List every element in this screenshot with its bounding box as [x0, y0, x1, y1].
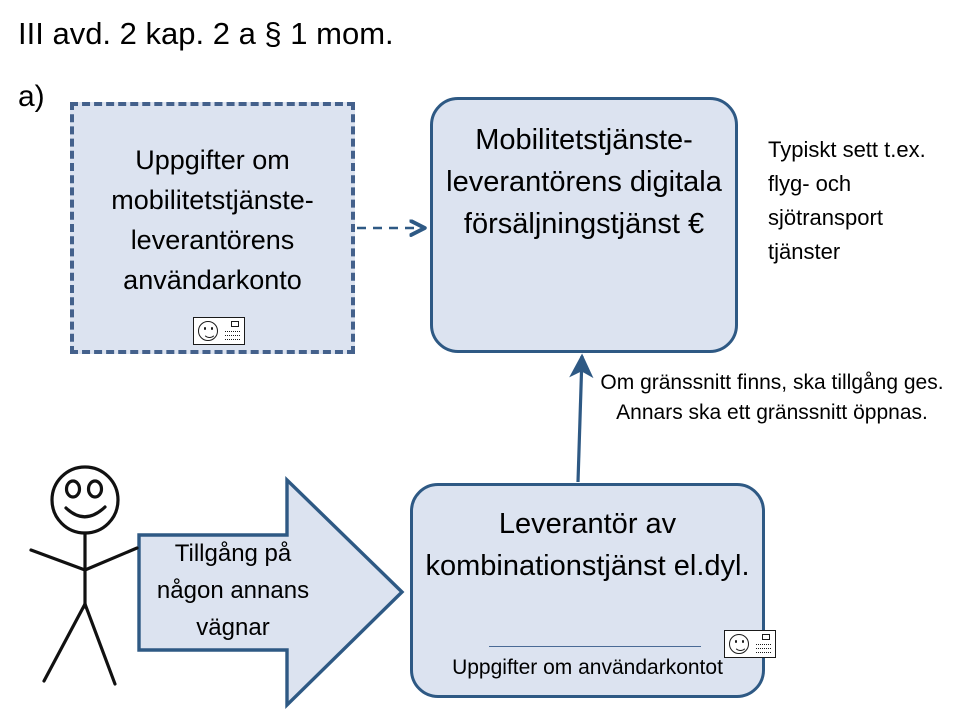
id-line-1-icon — [225, 331, 240, 332]
block-arrow-label: Tillgång på någon annans vägnar — [156, 540, 310, 641]
smile-icon — [734, 643, 747, 651]
id-card-icon — [193, 317, 245, 345]
smiley-face-icon — [729, 634, 749, 654]
eye-right-icon — [742, 640, 744, 643]
page-title: III avd. 2 kap. 2 a § 1 mom. — [18, 16, 394, 51]
node-digital-sales-service[interactable]: Mobilitetstjänste-leverantörens digitala… — [430, 97, 738, 353]
annotation-interface-note: Om gränssnitt finns, ska tillgång ges. A… — [600, 371, 944, 424]
eye-right-icon — [211, 327, 213, 330]
id-photo-icon — [231, 321, 239, 327]
id-card-icon — [724, 630, 776, 658]
arm-right-icon — [83, 546, 139, 572]
id-photo-icon — [762, 634, 770, 640]
section-label-a: a) — [18, 80, 45, 113]
id-line-2-icon — [756, 648, 771, 649]
head-icon — [50, 465, 120, 535]
smile-icon — [64, 505, 107, 519]
id-line-1-icon — [756, 644, 771, 645]
id-line-3-icon — [225, 339, 240, 340]
smile-icon — [203, 330, 216, 338]
node-digital-sales-service-label: Mobilitetstjänste-leverantörens digitala… — [446, 124, 722, 240]
leg-right-icon — [83, 602, 117, 686]
node-combination-service-provider-sublabel: Uppgifter om användarkontot — [452, 656, 723, 679]
node-user-account-data[interactable]: Uppgifter om mobilitetstjänste-leverantö… — [70, 102, 355, 354]
connector-solid-arrow — [569, 353, 594, 483]
id-line-3-icon — [756, 652, 771, 653]
node-combination-service-provider-label: Leverantör av kombinationstjänst el.dyl. — [425, 508, 750, 582]
smiley-face-icon — [198, 321, 218, 341]
eye-left-icon — [204, 327, 206, 330]
divider — [489, 646, 701, 647]
arm-left-icon — [29, 548, 87, 572]
eye-left-icon — [64, 479, 82, 499]
eye-left-icon — [735, 640, 737, 643]
id-line-2-icon — [225, 335, 240, 336]
annotation-typical-note: Typiskt sett t.ex. flyg- och sjötranspor… — [768, 137, 926, 264]
leg-left-icon — [42, 602, 87, 683]
eye-right-icon — [86, 479, 104, 499]
node-user-account-data-label: Uppgifter om mobilitetstjänste-leverantö… — [111, 145, 314, 295]
node-combination-service-provider[interactable]: Leverantör av kombinationstjänst el.dyl.… — [410, 483, 776, 698]
stick-figure-icon — [29, 465, 139, 686]
